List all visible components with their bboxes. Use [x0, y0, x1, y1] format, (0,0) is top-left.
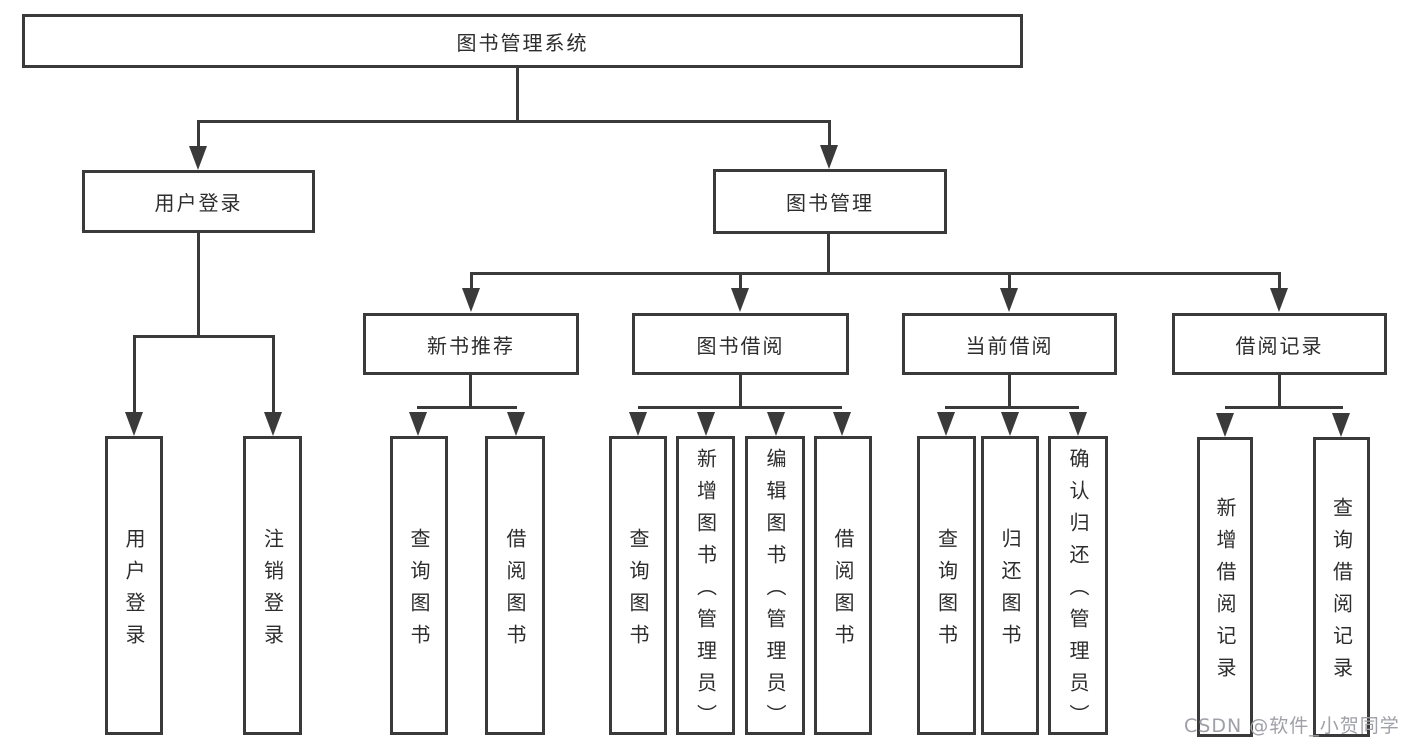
- arrow-down-icon: [731, 288, 749, 312]
- arrow-down-icon: [1001, 412, 1019, 436]
- arrow-shaft: [272, 335, 275, 414]
- arrow-shaft: [1008, 272, 1011, 289]
- leaf-user-login: 用户登录: [105, 436, 163, 735]
- connector-level1-rail: [197, 120, 830, 123]
- leaf-logout: 注销登录: [243, 436, 302, 735]
- arrow-down-icon: [1069, 412, 1087, 436]
- leaf-borrow-books: 借阅图书: [814, 436, 872, 735]
- connector-book-management-stem: [827, 234, 830, 272]
- arrow-down-icon: [125, 412, 143, 436]
- node-root-label: 图书管理系统: [456, 30, 589, 55]
- leaf-return-books-label: 归还图书: [998, 527, 1022, 656]
- node-book-management-label: 图书管理: [786, 191, 874, 215]
- connector-book-borrow-stem: [739, 375, 742, 406]
- node-borrow-records-label: 借阅记录: [1235, 333, 1324, 358]
- connector-new-book-recommend-rail: [417, 406, 517, 409]
- arrow-down-icon: [1270, 288, 1288, 312]
- leaf-recommend-borrow-books: 借阅图书: [485, 436, 545, 735]
- leaf-edit-books-admin: 编辑图书（管理员）: [745, 436, 805, 736]
- arrow-down-icon: [767, 412, 785, 436]
- leaf-borrow-search-books-label: 查询图书: [626, 527, 650, 656]
- connector-root-stem: [516, 68, 519, 120]
- arrow-down-icon: [409, 412, 427, 436]
- connector-borrow-records-rail: [1225, 406, 1343, 409]
- arrow-shaft: [828, 120, 831, 148]
- node-borrow-records: 借阅记录: [1172, 313, 1387, 375]
- node-user-login-label: 用户登录: [154, 191, 243, 215]
- arrow-shaft: [470, 272, 473, 289]
- leaf-add-borrow-record: 新增借阅记录: [1197, 437, 1253, 737]
- connector-user-login-stem: [197, 233, 200, 335]
- node-book-borrow-label: 图书借阅: [696, 333, 785, 358]
- leaf-borrow-search-books: 查询图书: [609, 436, 667, 735]
- arrow-down-icon: [1332, 413, 1350, 437]
- leaf-confirm-return-admin-label: 确认归还（管理员）: [1066, 447, 1090, 736]
- leaf-add-books-admin: 新增图书（管理员）: [676, 436, 735, 736]
- leaf-borrow-books-label: 借阅图书: [831, 527, 855, 656]
- leaf-add-books-admin-label: 新增图书（管理员）: [693, 447, 718, 736]
- leaf-current-search-books-label: 查询图书: [934, 527, 959, 656]
- node-book-borrow: 图书借阅: [632, 313, 849, 375]
- arrow-down-icon: [820, 145, 838, 169]
- arrow-down-icon: [937, 412, 955, 436]
- watermark: CSDN @软件_小贺同学: [1184, 715, 1400, 737]
- arrow-down-icon: [264, 412, 282, 436]
- node-user-login: 用户登录: [82, 170, 315, 233]
- leaf-return-books: 归还图书: [981, 436, 1039, 735]
- connector-book-borrow-rail: [638, 406, 842, 409]
- node-current-borrow: 当前借阅: [902, 313, 1117, 375]
- leaf-recommend-borrow-books-label: 借阅图书: [503, 527, 527, 656]
- arrow-shaft: [197, 120, 200, 148]
- arrow-down-icon: [1216, 413, 1234, 437]
- connector-current-borrow-rail: [945, 406, 1079, 409]
- arrow-down-icon: [462, 288, 480, 312]
- connector-new-book-recommend-stem: [469, 375, 472, 406]
- leaf-logout-label: 注销登录: [260, 527, 285, 656]
- arrow-down-icon: [189, 146, 207, 170]
- arrow-down-icon: [833, 412, 851, 436]
- node-current-borrow-label: 当前借阅: [965, 333, 1054, 358]
- node-new-book-recommend-label: 新书推荐: [427, 333, 515, 358]
- node-new-book-recommend: 新书推荐: [363, 313, 579, 375]
- leaf-edit-books-admin-label: 编辑图书（管理员）: [763, 447, 787, 736]
- leaf-search-borrow-record-label: 查询借阅记录: [1329, 497, 1354, 689]
- arrow-shaft: [133, 335, 136, 414]
- leaf-add-borrow-record-label: 新增借阅记录: [1213, 497, 1237, 689]
- leaf-current-search-books: 查询图书: [917, 436, 976, 735]
- connector-borrow-records-stem: [1278, 375, 1281, 406]
- leaf-recommend-search-books: 查询图书: [390, 436, 448, 735]
- arrow-down-icon: [507, 412, 525, 436]
- leaf-confirm-return-admin: 确认归还（管理员）: [1048, 436, 1108, 736]
- arrow-down-icon: [629, 412, 647, 436]
- arrow-shaft: [1278, 272, 1281, 289]
- leaf-recommend-search-books-label: 查询图书: [407, 527, 431, 656]
- node-root: 图书管理系统: [22, 14, 1023, 68]
- connector-user-login-rail: [134, 335, 275, 338]
- arrow-down-icon: [1000, 288, 1018, 312]
- connector-current-borrow-stem: [1008, 375, 1011, 406]
- node-book-management: 图书管理: [713, 169, 947, 234]
- arrow-shaft: [739, 272, 742, 289]
- leaf-user-login-label: 用户登录: [122, 527, 146, 656]
- arrow-down-icon: [697, 412, 715, 436]
- connector-book-management-rail: [471, 272, 1281, 275]
- leaf-search-borrow-record: 查询借阅记录: [1313, 437, 1370, 737]
